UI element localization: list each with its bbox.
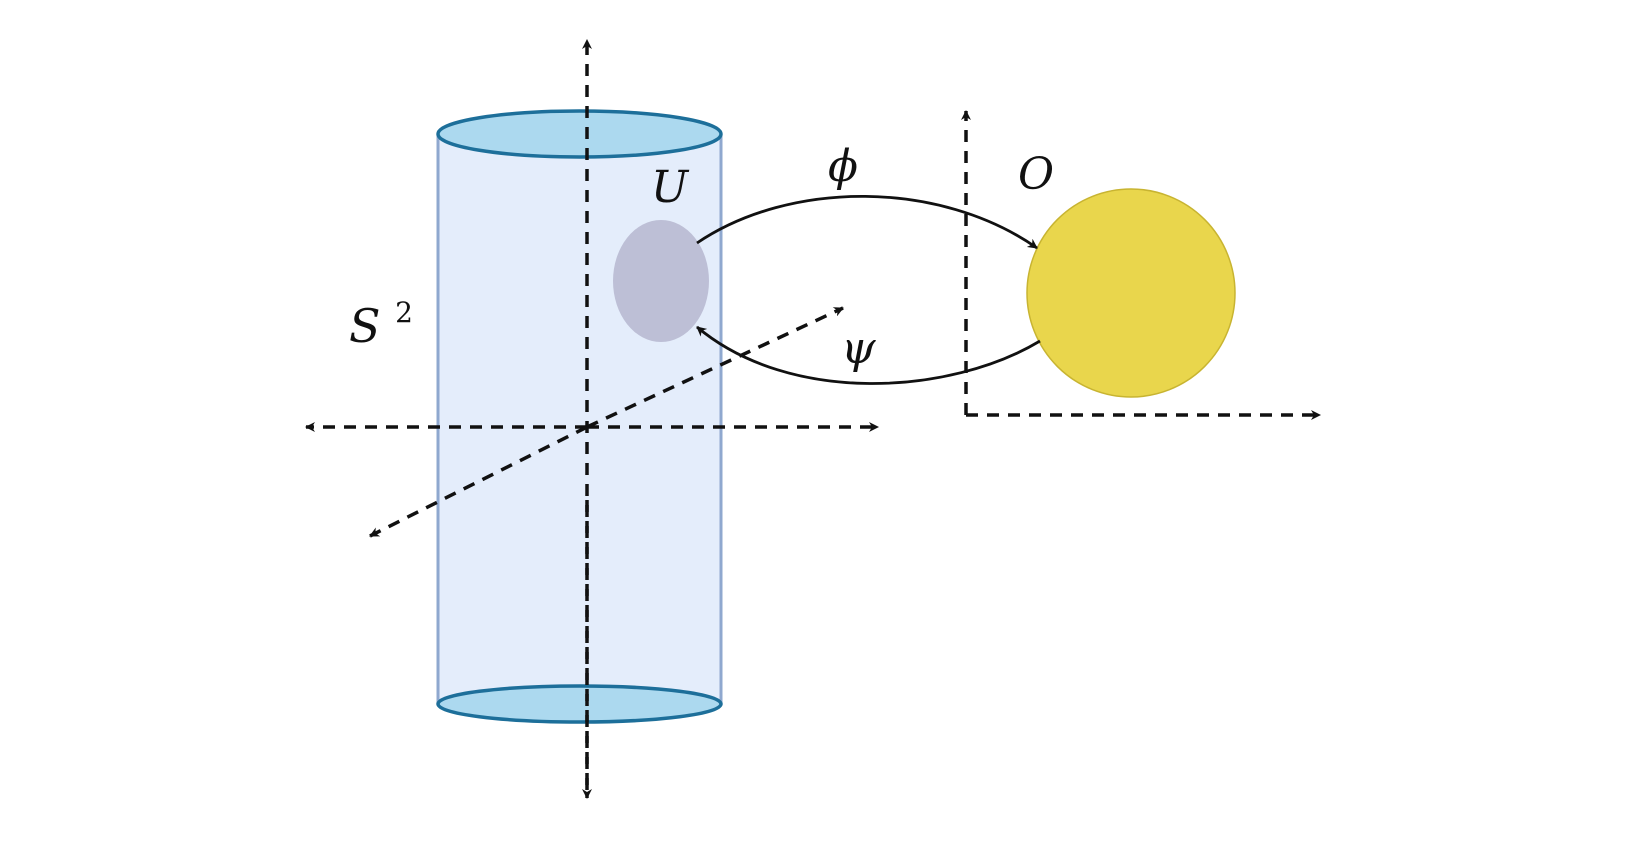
- label-s2-exponent: 2: [395, 296, 413, 329]
- axis-depth-back: [586, 306, 844, 429]
- axes-2d: [961, 110, 1321, 420]
- label-o: O: [1018, 149, 1054, 200]
- patch-u: [613, 220, 709, 342]
- label-u: U: [651, 162, 690, 213]
- label-psi: ψ: [841, 323, 876, 374]
- cylinder-top-cap: [436, 109, 723, 159]
- label-s2-base: S: [349, 299, 381, 353]
- target-set-o: [1026, 188, 1236, 398]
- label-phi: ϕ: [828, 141, 858, 192]
- cylinder-bottom-cap: [436, 684, 723, 724]
- cylinder-body: [438, 134, 721, 704]
- map-arrow-psi: [696, 325, 1041, 385]
- axes-3d: [305, 39, 879, 799]
- label-s2: S 2: [349, 296, 413, 353]
- map-arrow-phi: [696, 194, 1038, 250]
